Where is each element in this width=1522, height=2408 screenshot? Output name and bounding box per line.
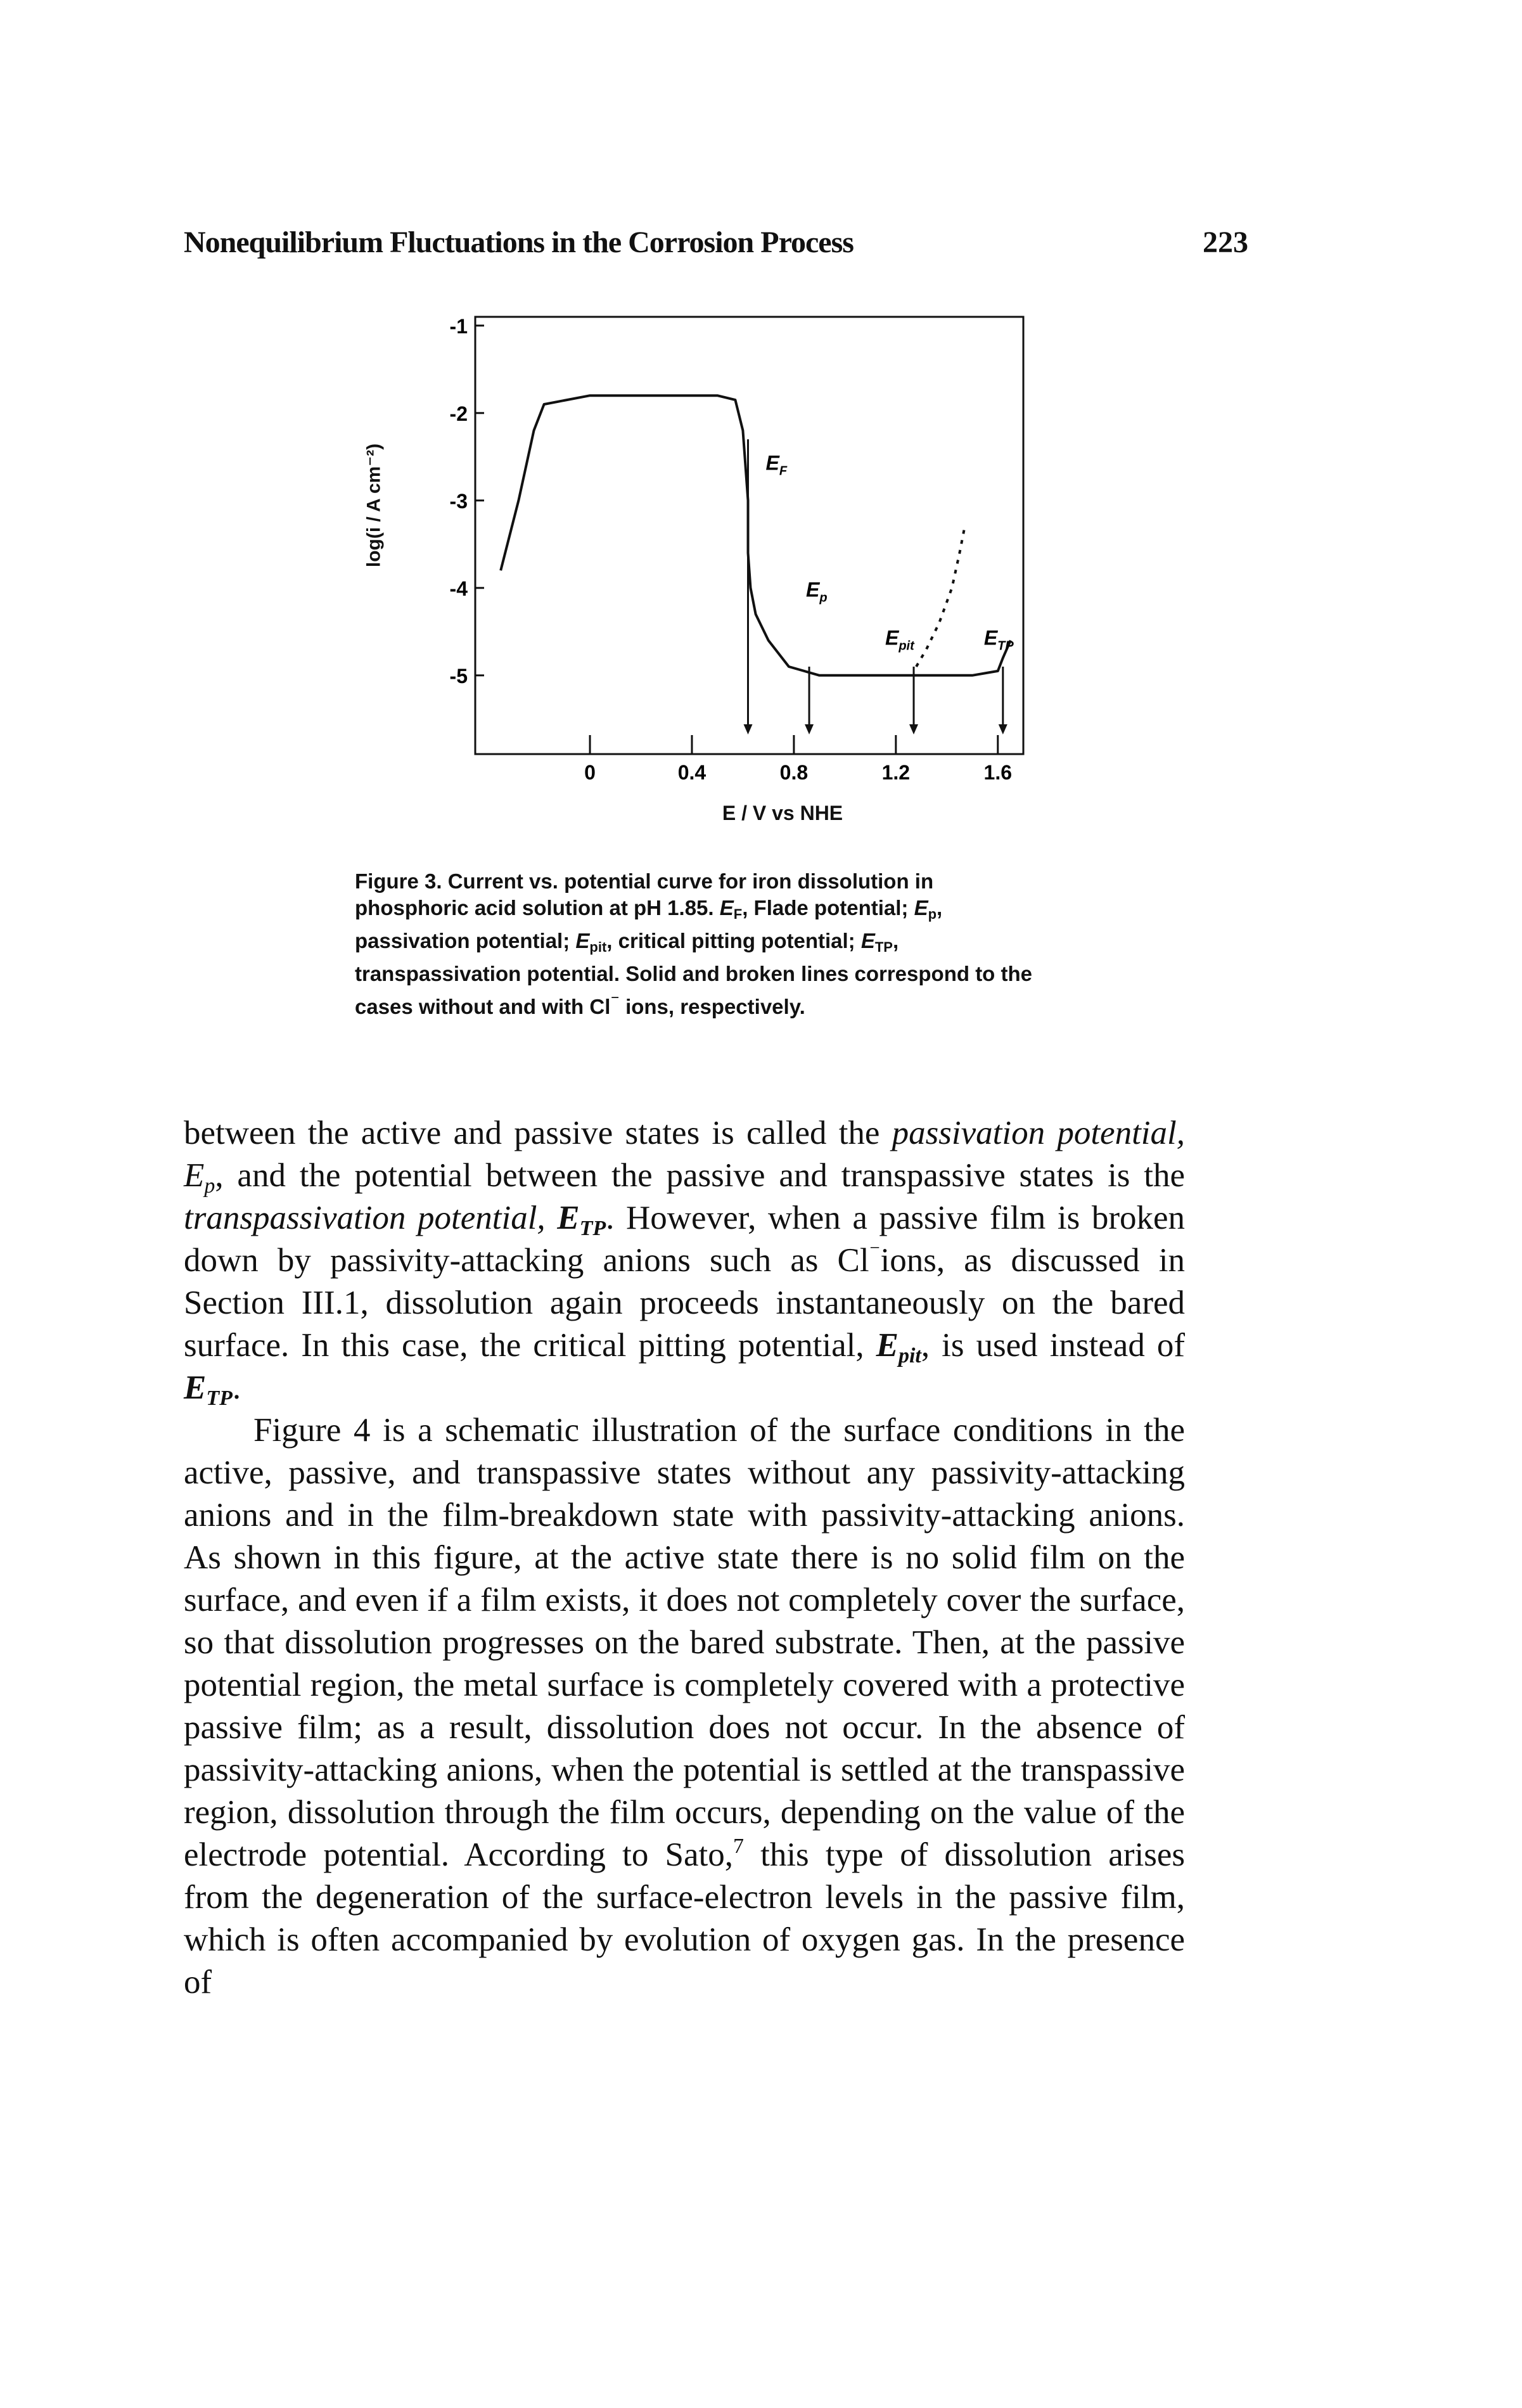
text-run: Figure 4 is a schematic illustration of … bbox=[184, 1412, 1185, 1873]
marker-label: ETP bbox=[984, 627, 1014, 653]
reference-superscript: 7 bbox=[732, 1835, 744, 1858]
caption-symbol: E bbox=[719, 896, 734, 919]
x-tick-label: 0.8 bbox=[780, 761, 808, 784]
caption-symbol-sub: p bbox=[928, 906, 937, 922]
solid-curve-without-cl bbox=[499, 394, 1012, 677]
text-run: between the active and passive states is… bbox=[184, 1115, 892, 1151]
caption-symbol-sub: TP bbox=[874, 939, 893, 955]
text-run: ions, as discussed in Section III.1, dis… bbox=[184, 1242, 1186, 1364]
y-tick-label: -5 bbox=[450, 665, 468, 688]
caption-symbol: E bbox=[575, 929, 590, 952]
x-tick-label: 0.4 bbox=[678, 761, 707, 784]
running-head: Nonequilibrium Fluctuations in the Corro… bbox=[184, 226, 854, 259]
body-text: between the active and passive states is… bbox=[184, 1112, 1185, 2004]
caption-text: , Flade potential; bbox=[742, 896, 914, 919]
symbol: E bbox=[184, 1369, 207, 1406]
caption-text: , transpassivation potential. Solid and … bbox=[355, 929, 1033, 1018]
y-tick-label: -1 bbox=[450, 315, 468, 338]
x-tick-label: 0 bbox=[584, 761, 596, 784]
text-run: . However, when a passive film is broken… bbox=[184, 1200, 1186, 1279]
caption-text: , passivation potential; bbox=[355, 896, 943, 952]
symbol: E bbox=[876, 1327, 898, 1364]
figure-caption: Figure 3. Current vs. potential curve fo… bbox=[355, 868, 1039, 1020]
marker-arrow bbox=[805, 724, 814, 734]
caption-superscript: ⁻ bbox=[610, 990, 620, 1010]
broken-curve-with-cl bbox=[915, 526, 966, 668]
italic-term: transpassivation potential, bbox=[184, 1200, 546, 1236]
marker-arrow bbox=[909, 724, 918, 734]
y-tick-label: -3 bbox=[450, 490, 468, 513]
symbol-sub: TP bbox=[579, 1217, 606, 1240]
italic-term: passivation potential, bbox=[892, 1115, 1186, 1151]
superscript: ⁻ bbox=[869, 1240, 881, 1264]
caption-text: Current vs. potential curve for iron dis… bbox=[355, 869, 934, 919]
symbol-sub: pit bbox=[898, 1344, 921, 1367]
caption-symbol-sub: pit bbox=[589, 939, 607, 955]
y-tick-label: -4 bbox=[450, 577, 468, 600]
caption-text: ions, respectively. bbox=[619, 995, 805, 1018]
text-run: . bbox=[232, 1369, 241, 1406]
y-tick-label: -2 bbox=[450, 402, 468, 425]
marker-label: EF bbox=[765, 452, 787, 478]
x-axis-label: E / V vs NHE bbox=[722, 802, 843, 824]
caption-symbol: E bbox=[914, 896, 928, 919]
marker-label: Ep bbox=[806, 579, 828, 605]
x-tick-label: 1.6 bbox=[984, 761, 1012, 784]
symbol-sub: p bbox=[204, 1174, 215, 1198]
paragraph-1: between the active and passive states is… bbox=[184, 1112, 1185, 1409]
plot-frame bbox=[474, 316, 1025, 755]
x-tick-label: 1.2 bbox=[882, 761, 910, 784]
text-run bbox=[546, 1200, 558, 1236]
symbol-sub: TP bbox=[206, 1387, 233, 1410]
text-run: this type of dissolution arises from the… bbox=[184, 1836, 1185, 2001]
marker-arrow bbox=[998, 724, 1007, 734]
page-header: Nonequilibrium Fluctuations in the Corro… bbox=[184, 225, 1248, 269]
caption-text: , critical pitting potential; bbox=[606, 929, 861, 952]
page-number: 223 bbox=[1203, 226, 1248, 259]
marker-arrow bbox=[743, 724, 753, 734]
paragraph-2: Figure 4 is a schematic illustration of … bbox=[184, 1409, 1185, 2004]
caption-symbol: E bbox=[860, 929, 875, 952]
symbol: E bbox=[557, 1200, 580, 1236]
symbol: E bbox=[184, 1157, 205, 1194]
marker-label: Epit bbox=[885, 627, 915, 653]
caption-symbol-sub: F bbox=[733, 906, 743, 922]
text-run: , and the potential between the passive … bbox=[215, 1157, 1185, 1194]
text-run: , is used instead of bbox=[921, 1327, 1186, 1364]
y-axis-label: log(i / A cm⁻²) bbox=[363, 443, 385, 568]
caption-prefix: Figure 3. bbox=[355, 869, 442, 893]
